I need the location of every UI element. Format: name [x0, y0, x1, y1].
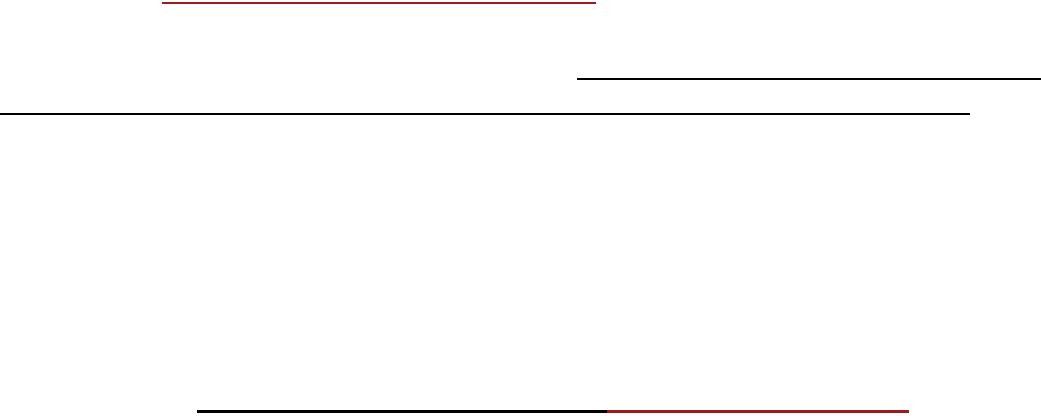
underline-rule-black-bottom [197, 410, 607, 413]
underline-rule-red-bottom [607, 410, 909, 413]
underline-rule-black-right [577, 78, 1041, 80]
underline-rule-black-long [0, 113, 970, 115]
underline-rule-red-top [162, 2, 596, 4]
